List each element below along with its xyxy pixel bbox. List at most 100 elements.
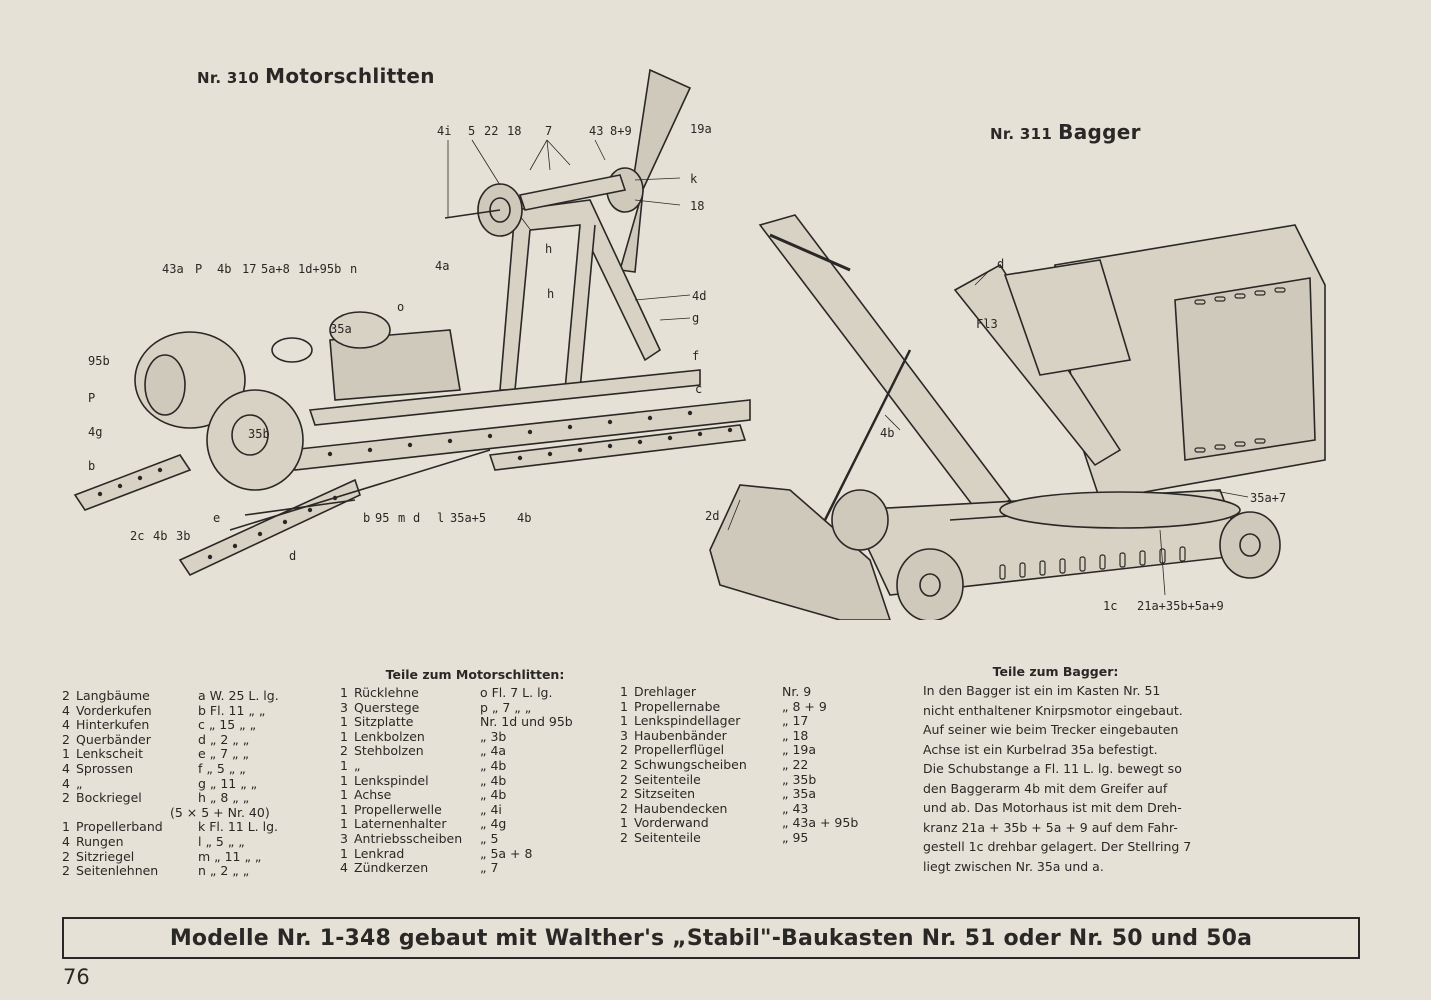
label-e: e bbox=[213, 511, 220, 525]
label-o: o bbox=[397, 300, 404, 314]
label-k: k bbox=[690, 172, 698, 186]
parts-name: Seitenlehnen bbox=[76, 863, 159, 879]
parts-spec: g „ 11 „ „ bbox=[198, 775, 258, 791]
parts-qty: 1 bbox=[340, 816, 348, 832]
parts-spec: e „ 7 „ „ bbox=[198, 746, 249, 762]
parts-qty: 1 bbox=[620, 815, 628, 831]
parts-qty: 2 bbox=[620, 829, 628, 845]
label-17: 17 bbox=[242, 262, 256, 276]
parts-qty: 3 bbox=[620, 727, 628, 743]
parts-spec: k Fl. 11 L. lg. bbox=[198, 819, 278, 835]
label-8-9: 8+9 bbox=[610, 124, 632, 138]
parts-qty: 4 bbox=[62, 702, 70, 718]
parts-qty: 1 bbox=[340, 772, 348, 788]
parts-name: Lenkspindellager bbox=[634, 713, 741, 729]
bagger-label-35a-7: 35a+7 bbox=[1250, 491, 1286, 505]
label-b-bottom: b bbox=[363, 511, 370, 525]
bagger-illustration: d Fl3 4b 2d 35a+7 1c 21a+35b+5a+9 bbox=[705, 214, 1326, 620]
label-h-lower: h bbox=[547, 287, 554, 301]
parts-name: Zündkerzen bbox=[354, 860, 429, 876]
parts-qty: 3 bbox=[340, 830, 348, 846]
label-b-left: b bbox=[88, 459, 95, 473]
parts-spec: d „ 2 „ „ bbox=[198, 731, 250, 747]
label-18-top: 18 bbox=[507, 124, 521, 138]
bagger-description-line: nicht enthaltener Knirpsmotor eingebaut. bbox=[923, 702, 1183, 718]
parts-qty: 4 bbox=[62, 833, 70, 849]
parts-qty: 2 bbox=[62, 688, 70, 703]
parts-spec: „ 35a bbox=[782, 786, 817, 802]
label-22: 22 bbox=[484, 124, 498, 138]
footer-banner: Modelle Nr. 1-348 gebaut mit Walther's „… bbox=[62, 917, 1360, 959]
parts-qty: 2 bbox=[62, 863, 70, 879]
parts-spec: h „ 8 „ „ bbox=[198, 790, 250, 806]
parts-spec: „ 18 bbox=[782, 727, 809, 743]
bagger-label-2d: 2d bbox=[705, 509, 719, 523]
parts-qty: 2 bbox=[62, 848, 70, 864]
parts-qty: 1 bbox=[62, 819, 70, 835]
parts-spec: „ 4a bbox=[480, 743, 507, 759]
parts-name: Langbäume bbox=[76, 688, 150, 703]
motorschlitten-illustration: 4i 5 22 18 7 43 8+9 19a k 18 43a P 4b 17… bbox=[73, 68, 751, 577]
label-p-left: P bbox=[88, 391, 95, 405]
bagger-description-line: den Baggerarm 4b mit dem Greifer auf bbox=[923, 780, 1168, 796]
parts-name: Lenkspindel bbox=[354, 772, 429, 788]
label-1d-95b: 1d+95b bbox=[298, 262, 341, 276]
parts-name: Stehbolzen bbox=[354, 743, 424, 759]
parts-qty: 2 bbox=[620, 742, 628, 758]
bagger-description-line: und ab. Das Motorhaus ist mit dem Dreh- bbox=[923, 800, 1182, 815]
parts-qty: 1 bbox=[340, 845, 348, 861]
parts-name: Sitzplatte bbox=[354, 714, 414, 730]
parts-name: Bockriegel bbox=[76, 790, 142, 806]
bagger-label-fl3: Fl3 bbox=[976, 317, 998, 331]
parts-spec: p „ 7 „ „ bbox=[480, 699, 532, 715]
parts-name bbox=[76, 806, 170, 821]
label-n: n bbox=[350, 262, 357, 276]
label-p: P bbox=[195, 262, 202, 276]
parts-spec: „ 19a bbox=[782, 742, 817, 758]
parts-spec: (5 × 5 + Nr. 40) bbox=[170, 804, 270, 820]
label-43: 43 bbox=[589, 124, 603, 138]
label-4b-runner: 4b bbox=[517, 511, 531, 525]
parts-spec: „ 4b bbox=[480, 757, 507, 773]
parts-spec: c „ 15 „ „ bbox=[198, 717, 257, 733]
parts-qty: 1 bbox=[340, 801, 348, 817]
label-35a: 35a bbox=[330, 322, 352, 336]
parts-qty: 2 bbox=[340, 743, 348, 759]
parts-spec: „ 5 bbox=[480, 830, 499, 846]
parts-spec: „ 43 bbox=[782, 800, 809, 816]
parts-name: Vorderkufen bbox=[76, 702, 152, 718]
parts-spec: „ 3b bbox=[480, 728, 507, 744]
parts-spec: a W. 25 L. lg. bbox=[198, 688, 279, 703]
bagger-description-line: Achse ist ein Kurbelrad 35a befestigt. bbox=[923, 741, 1158, 757]
label-5: 5 bbox=[468, 124, 475, 138]
label-4b: 4b bbox=[217, 262, 231, 276]
bagger-label-1c: 1c bbox=[1103, 599, 1117, 613]
parts-qty: 3 bbox=[340, 699, 348, 715]
label-4a: 4a bbox=[435, 259, 449, 273]
bagger-description-line: Auf seiner wie beim Trecker eingebauten bbox=[923, 722, 1179, 737]
parts-name: Sitzriegel bbox=[76, 848, 135, 864]
parts-spec: „ 4i bbox=[480, 801, 502, 817]
label-19a: 19a bbox=[690, 122, 712, 136]
